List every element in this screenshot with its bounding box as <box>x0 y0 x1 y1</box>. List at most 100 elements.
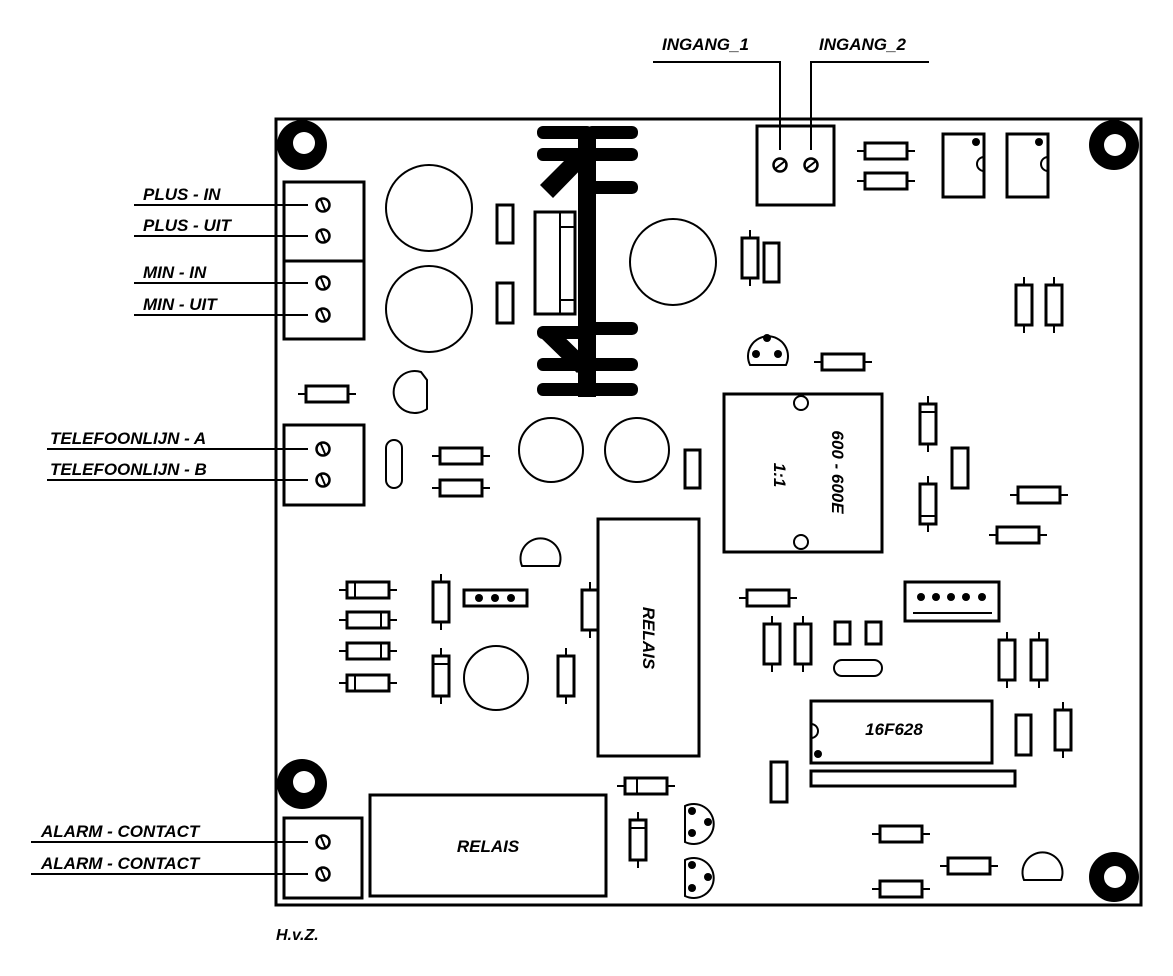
screw-terminal <box>315 197 331 213</box>
resistor <box>740 230 760 286</box>
resistor <box>918 396 938 452</box>
capacitor-medium <box>518 417 584 483</box>
capacitor-large <box>385 164 473 252</box>
label-min-in: MIN - IN <box>143 263 207 282</box>
resistor <box>1044 277 1064 333</box>
transformer: 1:1 600 - 600E <box>722 392 884 554</box>
transistor-to92 <box>519 537 562 567</box>
label-telefoonlijn-a: TELEFOONLIJN - A <box>50 429 206 448</box>
resistor <box>918 476 938 532</box>
resistor <box>857 141 915 161</box>
transistor-3pin <box>684 857 715 899</box>
leader-line <box>653 61 781 150</box>
resistor <box>739 588 797 608</box>
capacitor-film <box>495 203 515 245</box>
resistor <box>762 616 782 672</box>
label-alarm-contact-1: ALARM - CONTACT <box>40 822 201 841</box>
resistor <box>556 648 576 704</box>
resistor <box>339 673 397 693</box>
capacitor-film <box>495 281 515 325</box>
label-alarm-contact-2: ALARM - CONTACT <box>40 854 201 873</box>
capacitor-film <box>683 448 702 490</box>
mounting-hole-bottom-left <box>277 759 327 809</box>
screw-terminal <box>772 157 788 173</box>
capacitor-film <box>950 446 970 490</box>
resistor <box>339 580 397 600</box>
ic-socket-strip <box>809 769 1017 788</box>
resistor <box>872 824 930 844</box>
ic-label: 16F628 <box>865 720 923 739</box>
transistor-3pin <box>747 334 789 366</box>
resistor <box>989 525 1047 545</box>
relay-vertical: RELAIS <box>596 517 701 758</box>
relay-label: RELAIS <box>639 607 658 670</box>
resistor <box>872 879 930 899</box>
resistor <box>298 384 356 404</box>
alarm-terminal-block <box>282 816 364 900</box>
screw-terminal <box>315 228 331 244</box>
capacitor-film <box>769 760 789 804</box>
capacitor-medium <box>604 417 670 483</box>
screw-terminal <box>315 441 331 457</box>
resistor <box>1014 277 1034 333</box>
heatsink <box>537 126 638 397</box>
label-plus-uit: PLUS - UIT <box>143 216 232 235</box>
header-5pin <box>903 580 1001 623</box>
resistor <box>814 352 872 372</box>
resistor <box>940 856 998 876</box>
resistor <box>339 641 397 661</box>
crystal <box>385 439 403 489</box>
transistor-to92 <box>1021 851 1064 881</box>
resistor <box>997 632 1017 688</box>
leader-line <box>810 61 929 150</box>
author-initials: H.v.Z. <box>276 927 319 944</box>
microcontroller-ic: 16F628 <box>809 699 994 765</box>
capacitor-film <box>762 241 781 284</box>
screw-terminal <box>315 472 331 488</box>
screw-terminal <box>803 157 819 173</box>
capacitor-film <box>1014 713 1033 757</box>
resistor <box>628 812 648 868</box>
transistor-3pin <box>684 803 715 845</box>
input-terminal-block <box>755 124 836 207</box>
capacitor-large <box>385 265 473 353</box>
resistor <box>1053 702 1073 758</box>
resistor <box>339 610 397 630</box>
small-ic <box>941 132 986 199</box>
resistor <box>857 171 915 191</box>
resistor <box>432 446 490 466</box>
resistor <box>431 648 451 704</box>
capacitor-small <box>833 620 852 646</box>
relay-horizontal: RELAIS <box>368 793 608 898</box>
transformer-ratio: 1:1 <box>770 463 789 488</box>
header-3pin <box>462 588 529 608</box>
resistor <box>580 582 600 638</box>
resistor <box>1010 485 1068 505</box>
mounting-hole-top-left <box>277 120 327 170</box>
resistor <box>431 574 451 630</box>
crystal <box>833 659 883 677</box>
screw-terminal <box>315 834 331 850</box>
mounting-hole-top-right <box>1089 120 1139 170</box>
label-min-uit: MIN - UIT <box>143 295 218 314</box>
capacitor-small <box>864 620 883 646</box>
phone-terminal-block <box>282 423 366 507</box>
resistors <box>298 141 1073 899</box>
screw-terminal <box>315 307 331 323</box>
transformer-impedance: 600 - 600E <box>828 430 847 514</box>
resistor <box>1029 632 1049 688</box>
label-telefoonlijn-b: TELEFOONLIJN - B <box>50 460 207 479</box>
small-ic <box>1005 132 1050 199</box>
label-plus-in: PLUS - IN <box>143 185 221 204</box>
relay-label: RELAIS <box>457 837 520 856</box>
label-ingang-1: INGANG_1 <box>662 35 749 54</box>
capacitor-large <box>629 218 717 306</box>
voltage-regulator <box>533 210 577 316</box>
mounting-hole-bottom-right <box>1089 852 1139 902</box>
screw-terminal <box>315 275 331 291</box>
resistor <box>432 478 490 498</box>
capacitor-medium <box>463 645 529 711</box>
transistor-to92 <box>392 370 428 414</box>
power-terminal-block <box>282 180 366 341</box>
